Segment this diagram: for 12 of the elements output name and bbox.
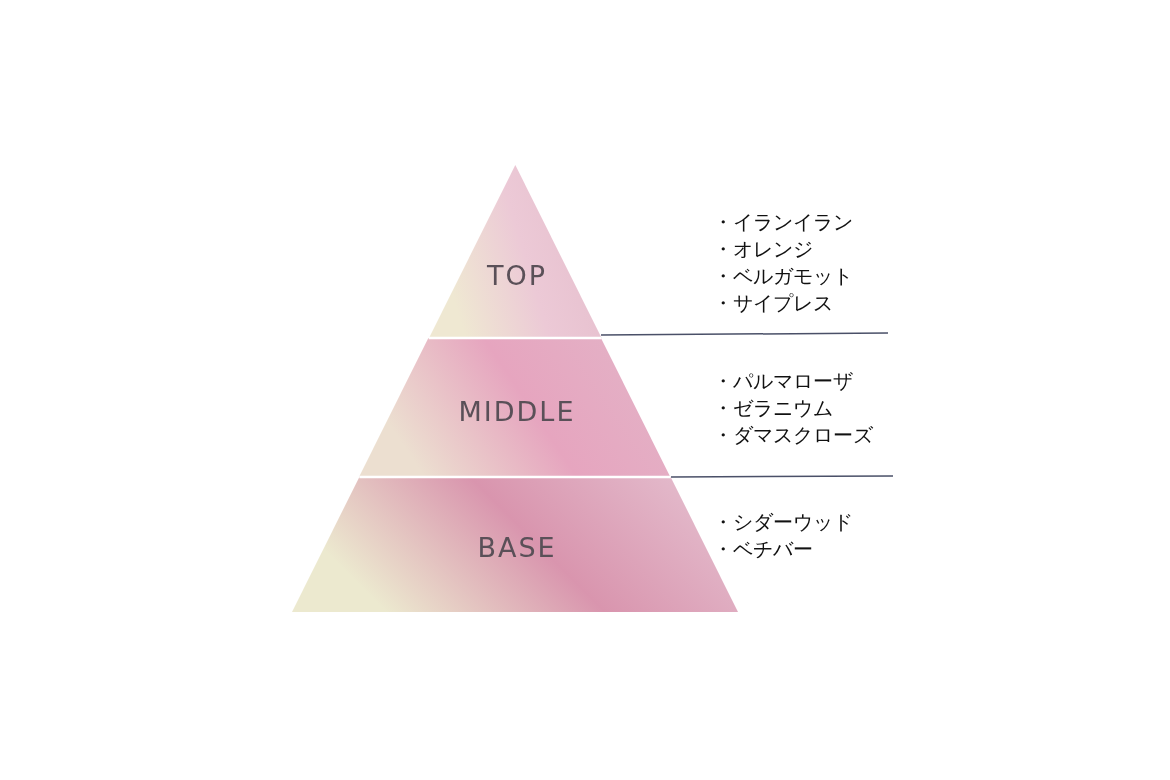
note-item: ・シダーウッド xyxy=(713,510,853,534)
note-item: ・イランイラン xyxy=(713,210,853,234)
note-item: ・サイプレス xyxy=(713,291,833,315)
tier-label: TOP xyxy=(486,259,547,291)
note-item: ・ダマスクローズ xyxy=(713,423,873,447)
note-item: ・パルマローザ xyxy=(713,369,853,393)
note-item: ・ベルガモット xyxy=(713,264,853,288)
note-item: ・ゼラニウム xyxy=(713,396,833,420)
note-item: ・ベチバー xyxy=(713,537,813,561)
tier-label: BASE xyxy=(477,531,557,563)
note-item: ・オレンジ xyxy=(713,237,813,261)
tier-label: MIDDLE xyxy=(458,395,576,427)
